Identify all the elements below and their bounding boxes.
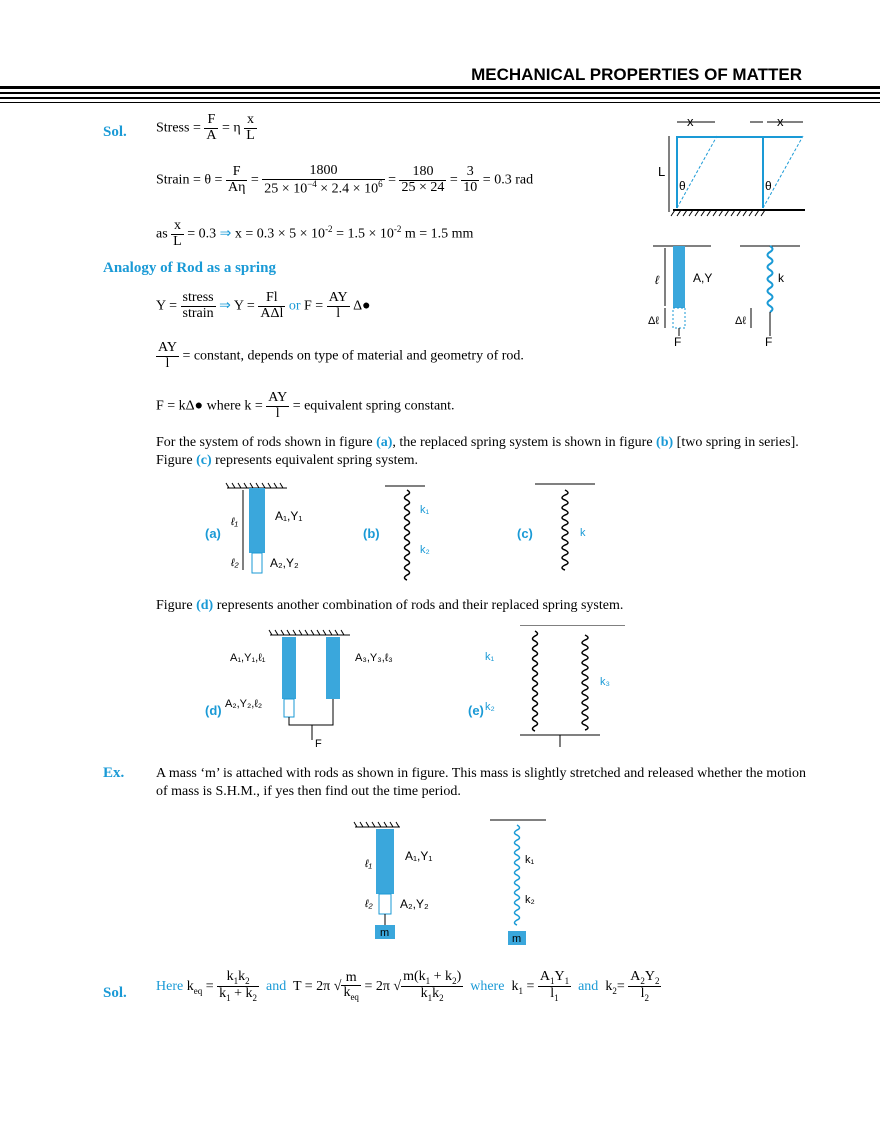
k1-label: k₁ [420,504,430,516]
figures-abc: ℓ₁ ℓ₂ A₁,Y₁ A₂,Y₂ (a) (b) k₁ k₂ (c) k [205,482,595,581]
l1-label: ℓ₁ [230,516,239,528]
ex-label: Ex. [103,765,125,781]
k2-label: k₂ [485,701,495,713]
example-diagram: m ℓ₁ ℓ₂ A₁,Y₁ A₂,Y₂ m k₁ k₂ [353,819,546,945]
mass-label: m [512,933,521,945]
header-rule [0,92,880,94]
k1-label: k₁ [485,651,495,663]
fig-a-label: (a) [205,526,221,541]
x-label: x [777,114,784,129]
l1-label: ℓ₁ [364,858,373,870]
AY-label: A,Y [693,271,712,285]
A2Y2-label: A₂,Y₂ [400,897,429,911]
F-label: F [765,335,772,349]
paragraph-series: For the system of rods shown in figure (… [156,435,799,468]
sol-label: Sol. [103,985,127,1001]
example-text: A mass ‘m’ is attached with rods as show… [156,766,806,799]
page-title: MECHANICAL PROPERTIES OF MATTER [471,65,802,84]
A2Y2l2-label: A₂,Y₂,ℓ₂ [225,698,262,710]
keq-label: k [580,527,586,539]
theta-label: θ [679,179,686,193]
theta-label: θ [765,179,772,193]
L-label: L [658,164,665,179]
fig-c-label: (c) [517,526,533,541]
A3Y3l3-label: A₃,Y₃,ℓ₃ [355,652,393,664]
fig-b-label: (b) [363,526,380,541]
fig-d-label: (d) [205,703,222,718]
paragraph-combination: Figure (d) represents another combinatio… [156,598,624,613]
figures-de: F A₁,Y₁,ℓ₁ A₃,Y₃,ℓ₃ A₂,Y₂,ℓ₂ (d) k₁ k₂ k… [205,625,625,750]
A1Y1l1-label: A₁,Y₁,ℓ₁ [230,652,266,664]
dl-label: Δℓ [648,315,659,327]
sol-label: Sol. [103,124,127,140]
rod-spring-diagram: ℓ A,Y Δℓ F k Δℓ F [648,245,800,349]
mass-label: m [380,927,389,939]
section-heading: Analogy of Rod as a spring [103,260,276,276]
dl-label: Δℓ [735,315,746,327]
F-label: F [315,738,322,750]
shear-diagram: x x L θ θ [658,114,805,217]
x-label: x [687,114,694,129]
A1Y1-label: A₁,Y₁ [275,509,302,523]
F-label: F [674,335,681,349]
k3-label: k₃ [600,676,610,688]
l-label: ℓ [655,273,660,287]
l2-label: ℓ₂ [364,898,374,910]
fig-e-label: (e) [468,703,484,718]
A1Y1-label: A₁,Y₁ [405,849,432,863]
l2-label: ℓ₂ [230,557,240,569]
k2-label: k₂ [525,894,535,906]
k-label: k [778,271,785,285]
k2-label: k₂ [420,544,430,556]
k1-label: k₁ [525,854,535,866]
header-rule [0,102,880,103]
A2Y2-label: A₂,Y₂ [270,556,299,570]
header-rule [0,97,880,99]
header-rule [0,86,880,89]
